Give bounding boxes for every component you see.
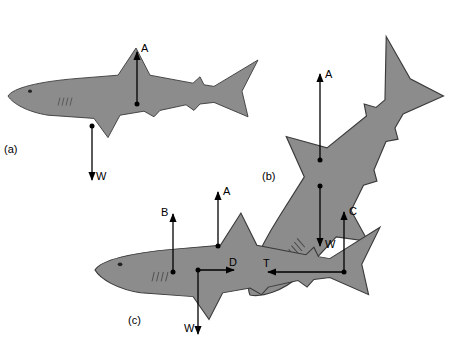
force-label: W: [184, 322, 194, 334]
force-label: T: [263, 257, 270, 269]
force-point: [171, 270, 176, 275]
panel-label: (c): [128, 314, 141, 326]
force-label: A: [141, 42, 148, 54]
force-point: [90, 124, 95, 129]
force-point: [318, 158, 323, 163]
force-point: [342, 270, 347, 275]
panel-label: (a): [4, 143, 17, 155]
force-label: A: [325, 68, 332, 80]
force-label: C: [349, 205, 357, 217]
force-label: B: [161, 206, 168, 218]
shark: [8, 48, 258, 138]
force-arrows: [92, 52, 137, 180]
force-label: A: [223, 185, 230, 197]
force-point: [318, 184, 323, 189]
force-label: W: [96, 170, 106, 182]
shark: [95, 213, 380, 319]
force-label: W: [325, 238, 335, 250]
force-point: [196, 268, 201, 273]
panel-label: (b): [262, 170, 275, 182]
force-point: [135, 102, 140, 107]
force-label: D: [229, 256, 237, 268]
force-point: [216, 244, 221, 249]
force-arrows: [173, 192, 344, 334]
